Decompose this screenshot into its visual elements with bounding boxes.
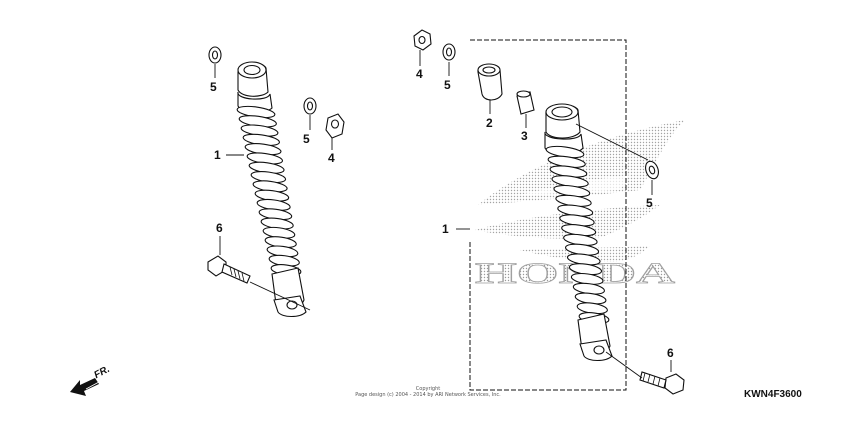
callout-6: 6 xyxy=(216,221,223,235)
callout-3: 3 xyxy=(521,129,528,143)
callout-1: 1 xyxy=(442,222,449,236)
copyright-line-1: Copyright xyxy=(415,386,441,392)
right-rear-shock-absorber xyxy=(413,29,685,395)
diagram-code: KWN4F3600 xyxy=(744,389,802,400)
bushing-icon xyxy=(477,63,503,101)
callout-6: 6 xyxy=(667,346,674,360)
bolt-icon xyxy=(207,255,251,284)
left-leader-lines xyxy=(214,64,333,255)
left-rear-shock-absorber xyxy=(207,46,345,318)
bolt-icon xyxy=(639,371,685,395)
callout-4: 4 xyxy=(328,151,335,165)
assembly-group-box xyxy=(469,39,627,391)
callout-4: 4 xyxy=(416,67,423,81)
callout-1: 1 xyxy=(214,148,221,162)
callout-5: 5 xyxy=(303,132,310,146)
callout-5: 5 xyxy=(646,196,653,210)
copyright-notice: Copyright Page design (c) 2004 - 2014 by… xyxy=(318,386,538,398)
callout-5: 5 xyxy=(210,80,217,94)
callout-5: 5 xyxy=(444,78,451,92)
copyright-line-2: Page design (c) 2004 - 2014 by ARI Netwo… xyxy=(355,392,501,398)
collar-icon xyxy=(516,90,535,115)
right-leader-lines xyxy=(419,50,672,379)
callout-2: 2 xyxy=(486,116,493,130)
front-direction-arrow-icon xyxy=(70,378,102,396)
